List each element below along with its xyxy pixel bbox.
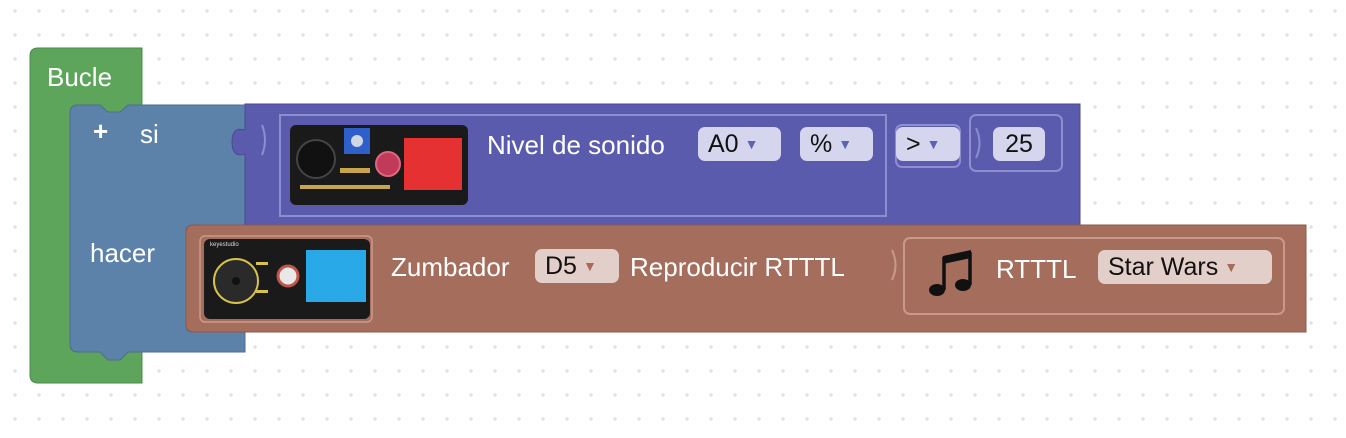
pin-value: A0 (708, 129, 739, 158)
rtttl-label: RTTTL (996, 254, 1077, 284)
sound-level-label: Nivel de sonido (487, 130, 665, 160)
buzzer-module-text: keyestudio (210, 242, 239, 248)
buzzer-block[interactable] (185, 224, 1307, 333)
loop-label: Bucle (47, 62, 113, 92)
unit-dropdown[interactable]: % ▼ (800, 127, 873, 161)
chevron-down-icon: ▼ (1224, 259, 1239, 275)
operator-value: > (906, 129, 921, 158)
buzzer-pin-value: D5 (545, 251, 577, 280)
song-dropdown[interactable]: Star Wars ▼ (1098, 250, 1272, 284)
chevron-down-icon: ▼ (744, 136, 759, 152)
play-rtttl-label: Reproducir RTTTL (630, 252, 845, 282)
chevron-down-icon: ▼ (582, 258, 597, 274)
chevron-down-icon: ▼ (838, 136, 853, 152)
if-label: si (140, 119, 159, 149)
buzzer-module-image (204, 239, 370, 319)
song-value: Star Wars (1108, 252, 1219, 281)
pin-dropdown-a0[interactable]: A0 ▼ (698, 127, 781, 161)
operator-dropdown[interactable]: > ▼ (896, 127, 960, 161)
unit-value: % (810, 129, 833, 158)
chevron-down-icon: ▼ (926, 136, 941, 152)
buzzer-label: Zumbador (391, 252, 510, 282)
buzzer-pin-dropdown[interactable]: D5 ▼ (535, 249, 619, 283)
plus-icon[interactable]: + (93, 116, 109, 146)
do-label: hacer (90, 238, 156, 268)
number-field[interactable]: 25 (993, 127, 1045, 161)
music-note-icon (929, 250, 972, 296)
microphone-module-image (290, 125, 468, 205)
